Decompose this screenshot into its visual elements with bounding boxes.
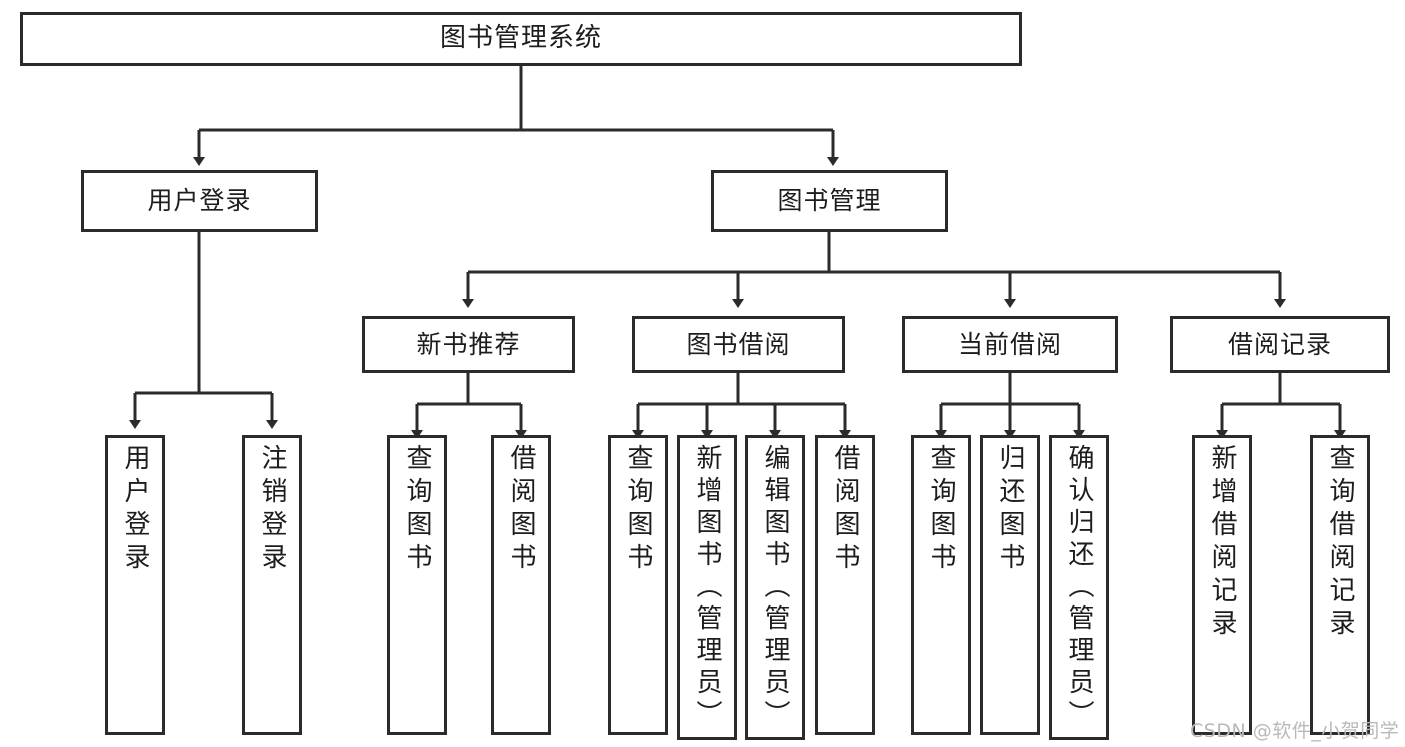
leaf-book-borrow-add-book-admin[interactable]: 新增图书（管理员） (677, 435, 737, 740)
leaf-new-book-query-books[interactable]: 查询图书 (387, 435, 447, 735)
node-label: 图书管理 (777, 186, 882, 215)
node-user-login[interactable]: 用户登录 (81, 170, 318, 232)
node-current-borrow[interactable]: 当前借阅 (902, 316, 1118, 373)
node-label: 新书推荐 (416, 329, 521, 359)
leaf-current-borrow-return-books[interactable]: 归还图书 (980, 435, 1040, 735)
leaf-borrow-record-add-record[interactable]: 新增借阅记录 (1192, 435, 1252, 735)
node-label: 借阅记录 (1227, 329, 1332, 359)
node-label: 查询图书 (926, 444, 956, 576)
leaf-current-borrow-confirm-return-admin[interactable]: 确认归还（管理员） (1049, 435, 1109, 740)
leaf-user-login-login[interactable]: 用户登录 (105, 435, 165, 735)
node-label: 查询借阅记录 (1325, 444, 1355, 642)
leaf-book-borrow-query-books[interactable]: 查询图书 (608, 435, 668, 735)
node-label: 图书管理系统 (439, 23, 602, 54)
node-label: 借阅图书 (830, 444, 860, 576)
node-root-book-management-system[interactable]: 图书管理系统 (20, 12, 1022, 66)
node-label: 当前借阅 (957, 329, 1062, 359)
node-label: 确认归还（管理员） (1064, 444, 1094, 732)
node-label: 注销登录 (257, 444, 287, 576)
node-label: 用户登录 (120, 444, 150, 576)
node-book-borrow[interactable]: 图书借阅 (632, 316, 845, 373)
leaf-current-borrow-query-books[interactable]: 查询图书 (911, 435, 971, 735)
node-label: 用户登录 (147, 186, 252, 215)
leaf-book-borrow-edit-book-admin[interactable]: 编辑图书（管理员） (745, 435, 805, 740)
node-borrow-record[interactable]: 借阅记录 (1170, 316, 1390, 373)
leaf-user-login-logout[interactable]: 注销登录 (242, 435, 302, 735)
node-new-book-recommend[interactable]: 新书推荐 (362, 316, 575, 373)
node-label: 借阅图书 (506, 444, 536, 576)
node-label: 查询图书 (623, 444, 653, 576)
node-label: 编辑图书（管理员） (760, 444, 790, 732)
node-label: 新增借阅记录 (1207, 444, 1237, 642)
node-label: 归还图书 (995, 444, 1025, 576)
node-label: 新增图书（管理员） (692, 444, 722, 732)
leaf-book-borrow-borrow-books[interactable]: 借阅图书 (815, 435, 875, 735)
node-label: 图书借阅 (686, 329, 791, 359)
node-book-management[interactable]: 图书管理 (711, 170, 948, 232)
node-label: 查询图书 (402, 444, 432, 576)
leaf-new-book-borrow-books[interactable]: 借阅图书 (491, 435, 551, 735)
leaf-borrow-record-query-record[interactable]: 查询借阅记录 (1310, 435, 1370, 735)
